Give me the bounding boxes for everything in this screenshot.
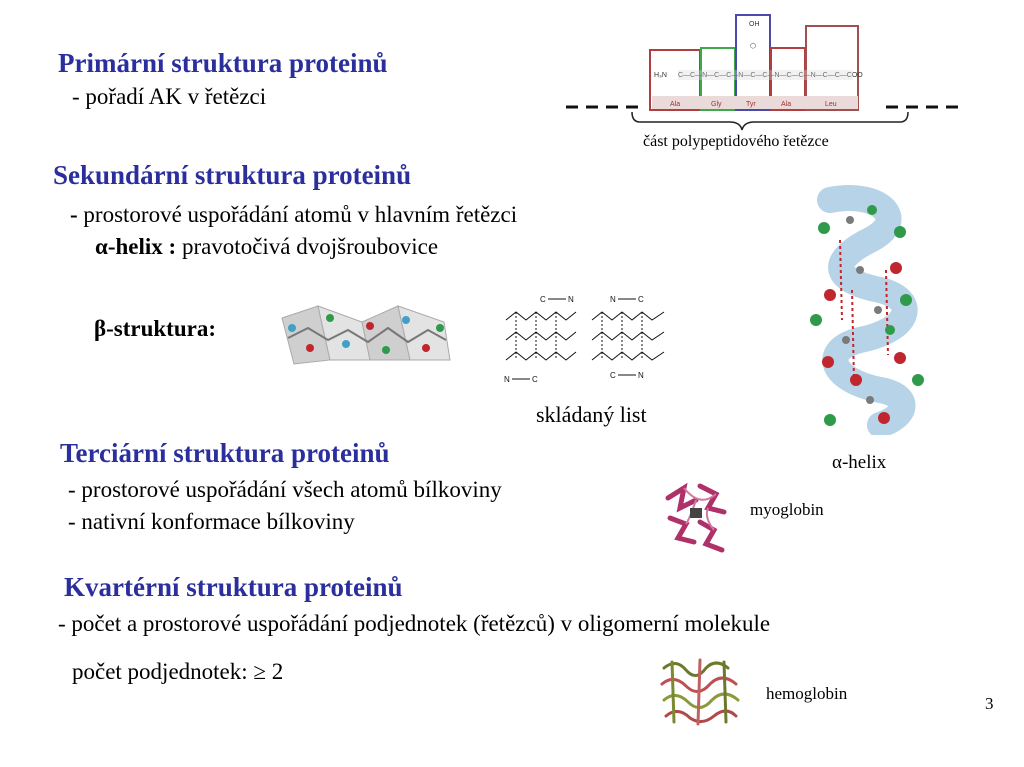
svg-text:C: C (638, 295, 644, 304)
sheet-caption: skládaný list (536, 402, 647, 427)
primary-line-1: - pořadí AK v řetězci (72, 84, 267, 109)
residue-labels: Ala Gly Tyr Ala Leu (670, 101, 837, 108)
quaternary-heading: Kvartérní struktura proteinů (64, 572, 403, 602)
svg-text:C: C (532, 375, 538, 384)
myoglobin-caption: myoglobin (750, 500, 824, 519)
tertiary-line-1: - prostorové uspořádání všech atomů bílk… (68, 477, 502, 502)
pleated-sheet-diagram: C N N C N C C N (504, 295, 665, 384)
svg-text:C: C (610, 371, 616, 380)
polypeptide-chain-diagram: Ala Gly Tyr Ala Leu H₃N C—C—N—C—C—N—C—C—N—C—… (566, 14, 960, 131)
svg-text:⬡: ⬡ (750, 42, 756, 50)
svg-text:N: N (638, 371, 644, 380)
alpha-helix-label: α-helix : (95, 234, 177, 259)
chain-brace (631, 111, 909, 131)
tertiary-line-2: - nativní konformace bílkoviny (68, 509, 355, 534)
svg-text:Ala: Ala (670, 101, 680, 108)
alpha-helix-line: α-helix : pravotočivá dvojšroubovice (95, 234, 438, 260)
chain-caption: část polypeptidového řetězce (643, 133, 829, 150)
backbone-highlight (678, 70, 853, 80)
svg-text:C: C (540, 295, 546, 304)
svg-text:Gly: Gly (711, 101, 722, 108)
residue-box-tyr (735, 14, 771, 111)
myoglobin-image (665, 482, 727, 553)
hemoglobin-caption: hemoglobin (766, 684, 848, 703)
residue-label-band (652, 96, 858, 109)
residue-box-leu (805, 25, 859, 111)
primary-heading: Primární struktura proteinů (58, 48, 388, 78)
secondary-line-1-text: prostorové uspořádání atomů v hlavním ře… (83, 202, 518, 227)
alpha-helix-image (810, 185, 924, 435)
svg-text:Tyr: Tyr (746, 101, 756, 108)
quaternary-line-1: - počet a prostorové uspořádání podjedno… (58, 611, 771, 636)
beta-structure-label: β-struktura: (94, 316, 216, 341)
beta-sheet-image (281, 305, 451, 365)
svg-text:N: N (568, 295, 574, 304)
secondary-dash: - (70, 202, 84, 227)
svg-text:H₃N: H₃N (654, 72, 667, 79)
svg-text:C—C—N—C—C—N—C—C—N—C—C—N—C—C—CO: C—C—N—C—C—N—C—C—N—C—C—N—C—C—COO (678, 72, 863, 79)
secondary-heading: Sekundární struktura proteinů (53, 160, 412, 190)
svg-text:N: N (610, 295, 616, 304)
svg-text:OH: OH (749, 21, 760, 28)
chain-atoms: H₃N C—C—N—C—C—N—C—C—N—C—C—N—C—C—COO OH ⬡ (654, 21, 863, 79)
svg-text:N: N (504, 375, 510, 384)
svg-text:Ala: Ala (781, 101, 791, 108)
quaternary-line-2: počet podjednotek: ≥ 2 (72, 659, 284, 684)
secondary-line-1: - prostorové uspořádání atomů v hlavním … (70, 202, 517, 228)
svg-text:Leu: Leu (825, 101, 837, 108)
hemoglobin-image (660, 658, 740, 726)
page-number: 3 (985, 694, 994, 713)
tertiary-heading: Terciární struktura proteinů (60, 438, 390, 468)
helix-caption: α-helix (832, 452, 887, 473)
alpha-helix-description: pravotočivá dvojšroubovice (176, 234, 439, 259)
